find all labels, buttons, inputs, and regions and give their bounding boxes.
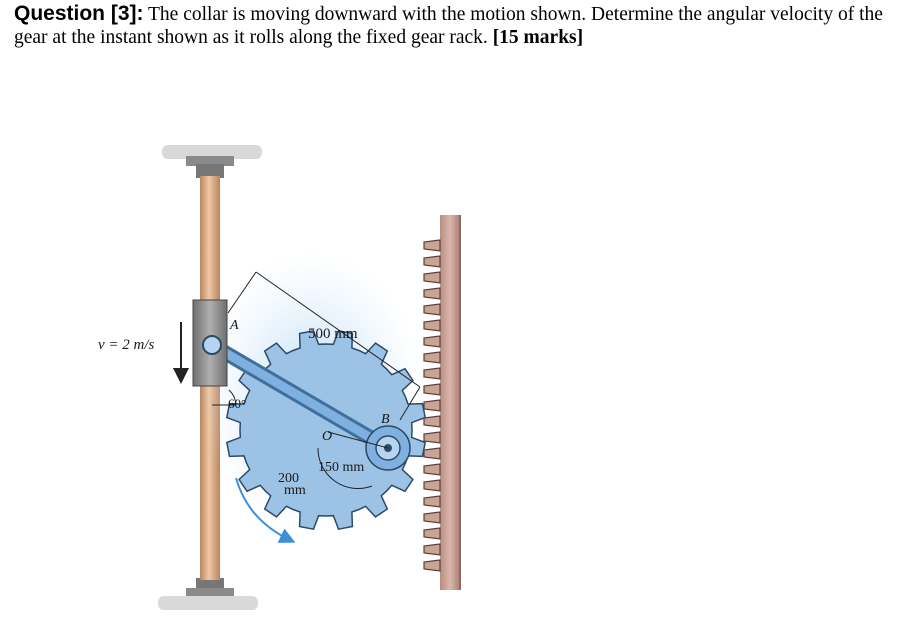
point-b-label: B	[381, 412, 390, 427]
rack-tooth	[423, 415, 441, 428]
rack-tooth	[423, 527, 441, 540]
question-text: Question [3]: The collar is moving downw…	[14, 2, 890, 49]
top-support-plate	[162, 145, 262, 159]
point-o-label: O	[322, 429, 332, 444]
rack-tooth	[423, 447, 441, 460]
rack-teeth	[423, 239, 441, 572]
rack-tooth	[423, 303, 441, 316]
angle-arc	[228, 389, 237, 406]
rack-tooth	[423, 287, 441, 300]
radius-large-unit: mm	[284, 483, 306, 498]
radius-arc	[317, 447, 373, 490]
rack-tooth	[423, 367, 441, 380]
dim-ext-a	[227, 271, 257, 314]
rotation-arrow	[235, 477, 296, 543]
rack-tooth	[423, 543, 441, 556]
bottom-support-bracket	[186, 588, 234, 598]
rack-tooth	[423, 559, 441, 572]
question-marks: [15 marks]	[492, 27, 584, 48]
dimension-lines	[212, 271, 421, 490]
rack-tooth	[423, 271, 441, 284]
rack-tooth	[423, 255, 441, 268]
velocity-label: v = 2 m/s	[98, 337, 155, 353]
bottom-support	[158, 578, 258, 610]
dim-ext-b	[399, 386, 421, 421]
collar	[192, 299, 228, 387]
rack-tooth	[423, 431, 441, 444]
rack-tooth	[423, 511, 441, 524]
link-ab	[204, 337, 396, 456]
point-a-label: A	[229, 318, 239, 333]
radius-ob-line	[327, 431, 389, 449]
rack-tooth	[423, 463, 441, 476]
rack-tooth	[423, 319, 441, 332]
radius-large-value: 200	[278, 471, 299, 486]
gear-rack	[423, 215, 461, 590]
length-ab-label: 500 mm	[308, 326, 358, 342]
bottom-support-plate	[158, 596, 258, 610]
rack-tooth	[423, 399, 441, 412]
rack-tooth	[423, 335, 441, 348]
top-support-bracket	[186, 156, 234, 166]
question-body: The collar is moving downward with the m…	[14, 4, 883, 48]
rack-tooth	[423, 495, 441, 508]
radius-small-label: 150 mm	[318, 460, 364, 475]
dim-line-ab	[255, 271, 421, 388]
top-support	[162, 145, 262, 178]
rack-tooth	[423, 383, 441, 396]
angle-label: 60°	[228, 396, 246, 411]
rack-body	[440, 215, 460, 590]
rack-tooth	[423, 351, 441, 364]
pin-a	[202, 335, 222, 355]
question-label: Question [3]:	[14, 2, 144, 25]
top-support-clamp	[196, 164, 224, 178]
rack-tooth	[423, 479, 441, 492]
rack-tooth	[423, 239, 441, 252]
